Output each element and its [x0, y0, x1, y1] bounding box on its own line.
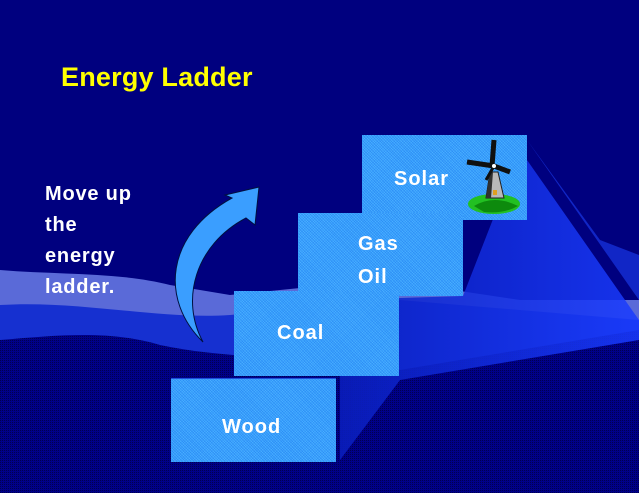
slide-title: Energy Ladder — [61, 62, 253, 92]
ladder-step-gas-oil: Gas Oil — [298, 213, 463, 296]
ladder-step-wood: Wood — [171, 378, 336, 462]
light-beam — [340, 150, 639, 460]
step-label: Coal — [277, 322, 325, 344]
subtitle-line: energy — [45, 245, 116, 267]
step-label: Wood — [222, 416, 282, 438]
subtitle-line: Move up — [45, 183, 132, 205]
ladder-step-coal: Coal — [234, 291, 399, 376]
step-label: Solar — [394, 168, 450, 190]
slide-subtitle: Move up the energy ladder. — [45, 179, 165, 303]
windmill-icon — [466, 139, 520, 214]
subtitle-line: the — [45, 214, 78, 236]
step-label-oil: Oil — [358, 266, 388, 288]
subtitle-line: ladder. — [45, 276, 116, 298]
step-label: Gas Oil — [358, 228, 399, 294]
step-label-gas: Gas — [358, 233, 399, 255]
